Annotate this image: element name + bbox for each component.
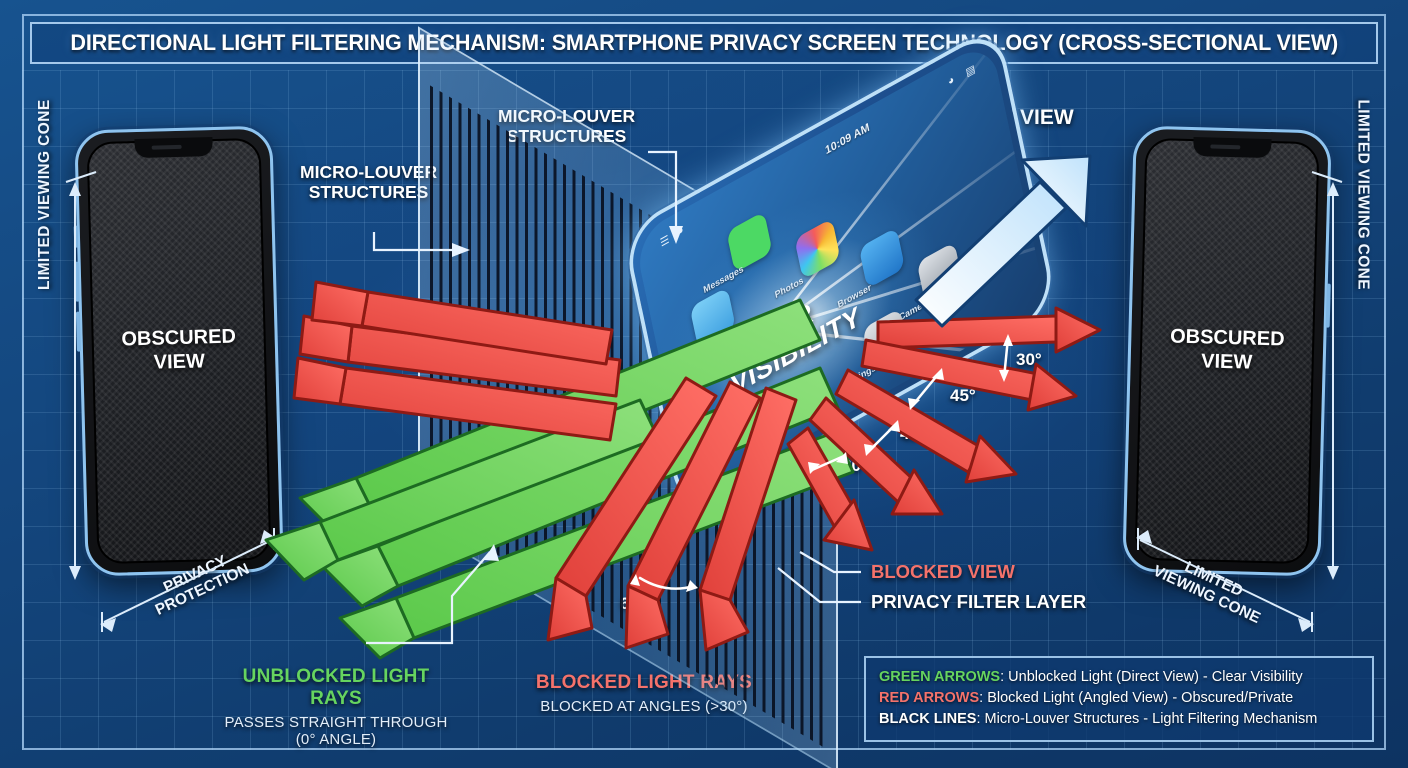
right-vertical-dimension-line — [1332, 186, 1334, 576]
app-label-weather: Weather — [669, 343, 705, 372]
right-phone-notch — [1193, 137, 1272, 159]
wifi-icon: ◕ — [946, 73, 956, 89]
app-label-camera: Camera — [898, 296, 931, 324]
weather-icon[interactable] — [689, 286, 736, 349]
unblocked-light-rays-title: UNBLOCKED LIGHT RAYS — [242, 666, 430, 709]
title-bar: DIRECTIONAL LIGHT FILTERING MECHANISM: S… — [30, 22, 1378, 64]
legend-key-green-arrows: GREEN ARROWS — [879, 668, 1001, 685]
diagram-title: DIRECTIONAL LIGHT FILTERING MECHANISM: S… — [70, 30, 1338, 55]
angle-label-30-top-right: 30° — [1016, 350, 1042, 369]
legend-key-red-arrows: RED ARROWS — [879, 689, 980, 706]
settings-gear-icon[interactable] — [862, 308, 909, 370]
camera-icon[interactable] — [916, 241, 963, 304]
unblocked-light-rays-sub-1: PASSES STRAIGHT THROUGH — [224, 714, 448, 731]
angle-label-30-bottom-right: 30° — [842, 456, 868, 475]
blocked-light-rays-title: BLOCKED LIGHT RAYS — [535, 672, 753, 693]
left-phone-screen: OBSCURED VIEW — [86, 137, 272, 565]
right-phone-screen: OBSCURED VIEW — [1134, 137, 1320, 565]
center-phone-direct-view: ☰ ◕ 10:09 AM ◕ ▤ Messages Weather Photos… — [621, 23, 1059, 517]
center-phone-body: ☰ ◕ 10:09 AM ◕ ▤ Messages Weather Photos… — [621, 23, 1059, 517]
left-phone-obscured: OBSCURED VIEW — [73, 125, 284, 577]
unblocked-light-rays-block: UNBLOCKED LIGHT RAYS PASSES STRAIGHT THR… — [218, 666, 454, 748]
legend-key-black-lines: BLACK LINES — [879, 710, 977, 727]
angle-label-45-bottom-right: 45° — [900, 424, 926, 443]
right-phone-obscured: OBSCURED VIEW — [1122, 125, 1332, 577]
center-phone-screen: ☰ ◕ 10:09 AM ◕ ▤ Messages Weather Photos… — [633, 38, 1047, 502]
status-time: 10:09 AM — [824, 121, 871, 158]
callout-privacy-filter-layer: PRIVACY FILTER LAYER — [871, 591, 1087, 612]
legend-row-black: BLACK LINES: Micro-Louver Structures - L… — [879, 709, 1359, 730]
legend-desc-black-lines: : Micro-Louver Structures - Light Filter… — [976, 710, 1318, 727]
messages-icon[interactable] — [726, 211, 773, 273]
blocked-light-rays-sub: BLOCKED AT ANGLES (>30°) — [540, 698, 748, 715]
right-limited-viewing-cone-label: LIMITED VIEWING CONE — [1355, 99, 1372, 290]
right-phone-obscured-label: OBSCURED VIEW — [1169, 325, 1285, 374]
legend-box: GREEN ARROWS: Unblocked Light (Direct Vi… — [864, 655, 1374, 742]
callout-blocked-view: BLOCKED VIEW — [871, 561, 1015, 582]
app-label-photos: Photos — [773, 275, 805, 302]
browser-compass-icon[interactable] — [858, 227, 906, 289]
wifi-icon: ◕ — [676, 223, 685, 239]
left-phone-volume-down-button — [75, 311, 81, 352]
signal-bars-icon: ☰ — [659, 233, 671, 250]
right-phone-power-button — [1325, 283, 1331, 328]
legend-desc-green-arrows: : Unblocked Light (Direct View) - Clear … — [1000, 668, 1303, 685]
legend-row-green: GREEN ARROWS: Unblocked Light (Direct Vi… — [879, 667, 1359, 688]
legend-row-red: RED ARROWS: Blocked Light (Angled View) … — [879, 688, 1359, 709]
app-label-settings: Settings — [841, 362, 877, 392]
blocked-light-rays-block: BLOCKED LIGHT RAYS BLOCKED AT ANGLES (>3… — [516, 672, 772, 715]
legend-desc-red-arrows: : Blocked Light (Angled View) - Obscured… — [979, 689, 1294, 706]
left-phone-obscured-label: OBSCURED VIEW — [121, 325, 237, 374]
callout-micro-louver-top: MICRO-LOUVER STRUCTURES — [498, 106, 635, 146]
callout-micro-louver-left: MICRO-LOUVER STRUCTURES — [300, 162, 438, 203]
left-vertical-dimension-line — [74, 186, 76, 576]
left-limited-viewing-cone-label: LIMITED VIEWING CONE — [36, 99, 53, 290]
left-phone-notch — [134, 137, 213, 159]
angle-label-45-top-right: 45° — [950, 386, 976, 405]
unblocked-light-rays-sub-2: (0° ANGLE) — [295, 731, 377, 748]
photos-icon[interactable] — [794, 218, 841, 280]
